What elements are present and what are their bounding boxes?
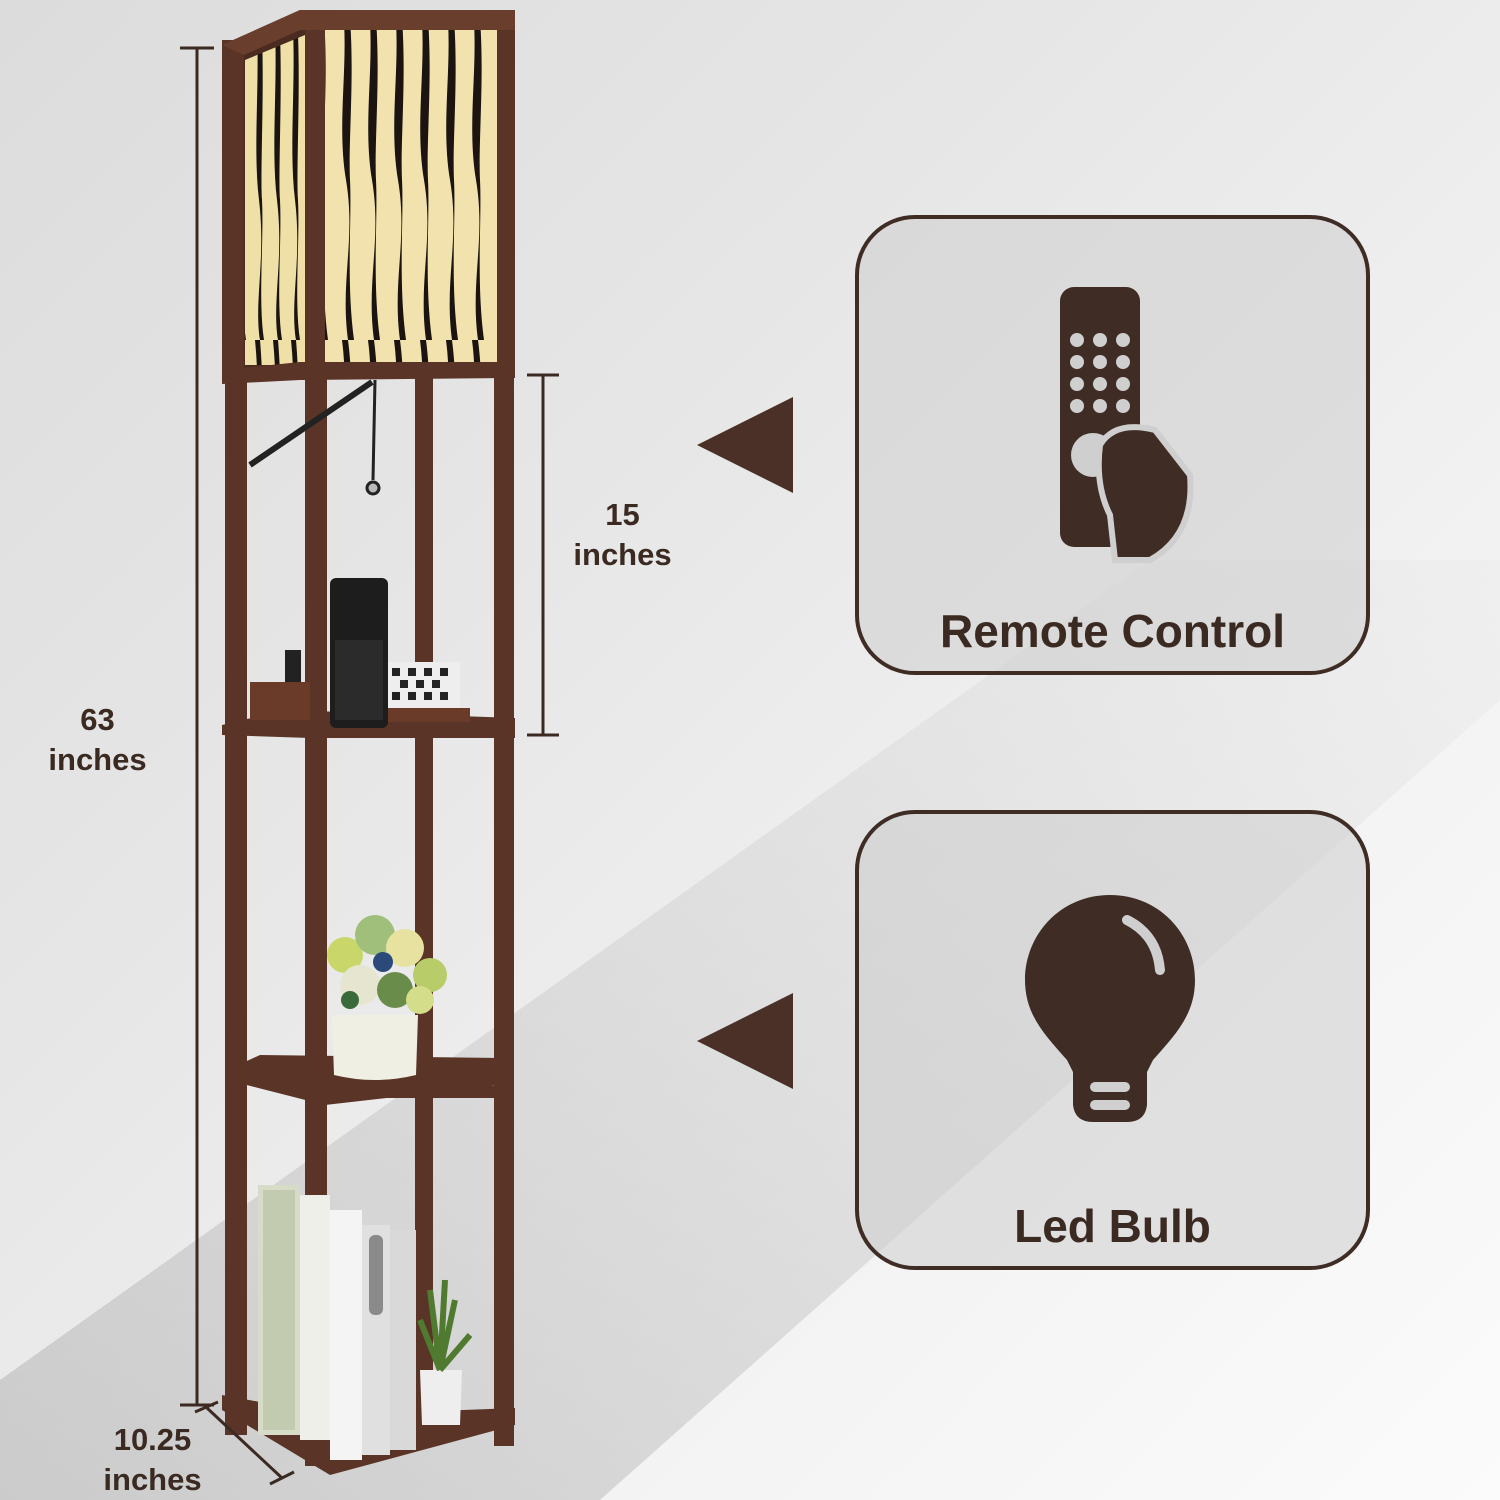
base-width-value: 10.25: [113, 1422, 192, 1457]
pull-chain: [248, 379, 381, 496]
base-width-dimension-line: [194, 1400, 295, 1486]
lamp-shade: [222, 10, 515, 370]
remote-control-pointer-arrow: [697, 397, 793, 493]
led-bulb-label: Led Bulb: [1014, 1200, 1211, 1252]
led-bulb-card: Led Bulb: [855, 810, 1370, 1270]
led-bulb-pointer-arrow: [697, 993, 793, 1089]
height-unit: inches: [48, 742, 147, 777]
flower-pot: [327, 915, 447, 1080]
remote-control-icon: [1060, 287, 1194, 563]
remote-control-card: Remote Control: [855, 215, 1370, 675]
height-value: 63: [80, 702, 115, 737]
height-dimension-label: 63 inches: [30, 700, 165, 780]
shelf-items-upper: [250, 578, 470, 728]
light-bulb-icon: [1025, 895, 1195, 1122]
shelf-gap-value: 15: [605, 497, 640, 532]
base-width-unit: inches: [103, 1462, 202, 1497]
shelf-gap-unit: inches: [573, 537, 672, 572]
shelf-gap-dimension-label: 15 inches: [555, 495, 690, 575]
books-and-plant: [258, 1185, 473, 1460]
height-dimension-line: [180, 46, 214, 1407]
remote-control-label: Remote Control: [940, 605, 1285, 657]
shelf-gap-dimension-line: [527, 373, 559, 737]
base-width-dimension-label: 10.25 inches: [85, 1420, 220, 1500]
